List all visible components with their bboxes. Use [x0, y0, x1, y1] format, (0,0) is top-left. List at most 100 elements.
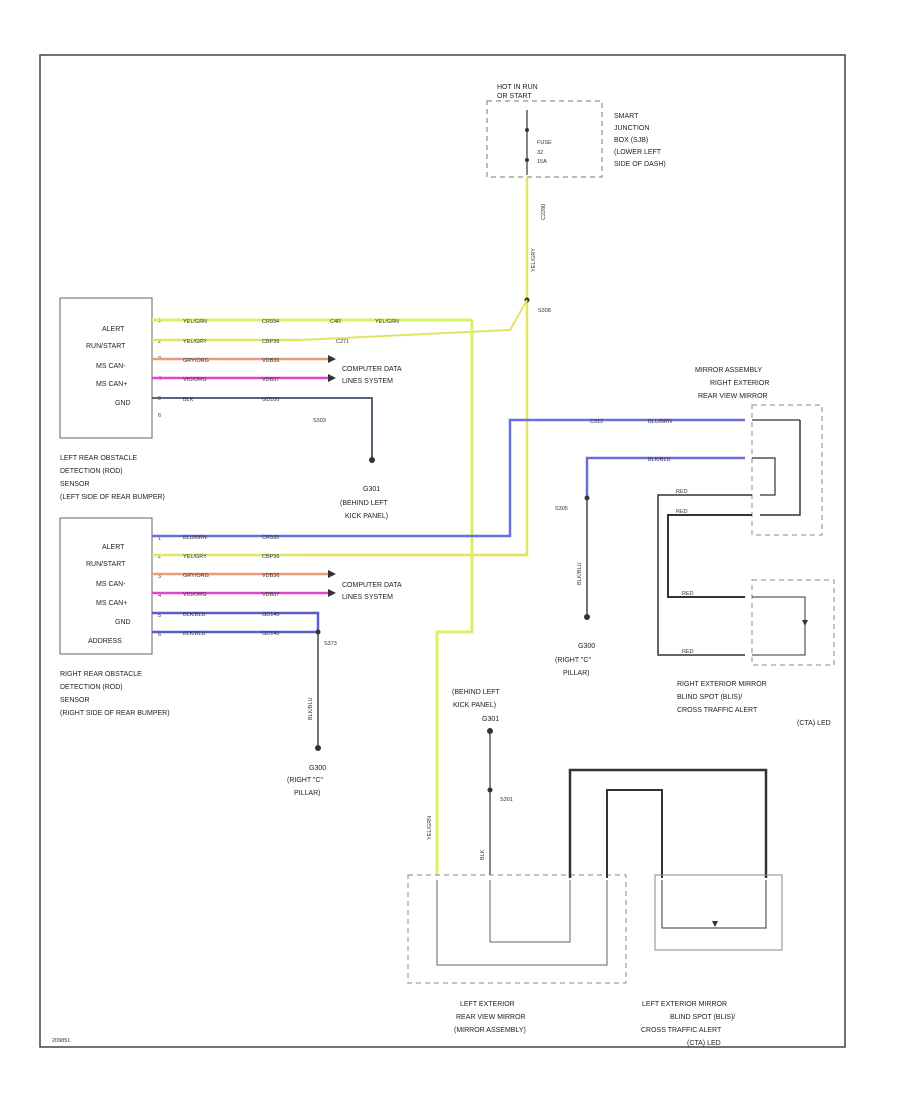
g301b-name: G301 [482, 716, 499, 723]
right-sensor-title-4: (RIGHT SIDE OF REAR BUMPER) [60, 710, 170, 717]
svg-text:BLK/BLU: BLK/BLU [308, 697, 314, 720]
splice-s373: S373 [324, 641, 337, 647]
svg-text:GD100: GD100 [262, 397, 279, 403]
svg-text:6: 6 [158, 413, 161, 419]
right-mirror-gnd-wire [585, 456, 745, 498]
rbsm-title-1: RIGHT EXTERIOR MIRROR [677, 681, 767, 688]
splice-s301: S301 [500, 797, 513, 803]
svg-text:CR935: CR935 [262, 535, 279, 541]
right-pin-address: ADDRESS [88, 638, 122, 645]
g301-loc-1: (BEHIND LEFT [340, 500, 389, 507]
right-sensor-title-3: SENSOR [60, 697, 90, 704]
left-pin-mscan-pos: MS CAN+ [96, 381, 127, 388]
right-pin-mscan-neg: MS CAN- [96, 581, 126, 588]
rbsm-title-3: CROSS TRAFFIC ALERT [677, 707, 758, 714]
svg-text:RED: RED [676, 489, 688, 495]
left-gnd-wire [152, 397, 373, 458]
right-sensor-title-1: RIGHT REAR OBSTACLE [60, 671, 142, 678]
right-sensor-title-2: DETECTION (ROD) [60, 684, 123, 691]
left-sensor-title-1: LEFT REAR OBSTACLE [60, 455, 137, 462]
left-pin-runstart: RUN/START [86, 343, 126, 350]
rma-title-1: MIRROR ASSEMBLY [695, 367, 762, 374]
cdl-left-1: COMPUTER DATA [342, 366, 402, 373]
sjb-title-5: SIDE OF DASH) [614, 161, 666, 168]
rbsm-title-4: (CTA) LED [797, 720, 831, 727]
left-pin-mscan-neg: MS CAN- [96, 363, 126, 370]
left-pin-alert: ALERT [102, 326, 125, 333]
svg-text:VDB36: VDB36 [262, 573, 279, 579]
lm-title-1: LEFT EXTERIOR [460, 1001, 515, 1008]
splice-s305: S305 [555, 506, 568, 512]
right-bsm-led: RIGHT EXTERIOR MIRROR BLIND SPOT (BLIS)/… [677, 579, 835, 727]
svg-text:C271: C271 [336, 339, 349, 345]
svg-text:YEL/GRN: YEL/GRN [427, 816, 433, 840]
svg-text:6: 6 [158, 632, 161, 638]
svg-text:4: 4 [158, 593, 161, 599]
cdl-right-2: LINES SYSTEM [342, 594, 393, 601]
rma-connector: C312 [590, 419, 603, 425]
splice-s303: S303 [313, 418, 326, 424]
g301-loc-2: KICK PANEL) [345, 513, 388, 520]
sjb-title-2: JUNCTION [614, 125, 649, 132]
svg-text:YEL/GRN: YEL/GRN [183, 319, 207, 325]
hot-label-1: HOT IN RUN [497, 84, 538, 91]
svg-text:YEL/GRY: YEL/GRY [183, 554, 207, 560]
lbsm-title-2: BLIND SPOT (BLIS)/ [670, 1014, 735, 1021]
svg-text:GD140: GD140 [262, 631, 279, 637]
svg-text:GRY/ORG: GRY/ORG [183, 358, 209, 364]
svg-text:BLK/BLU: BLK/BLU [577, 562, 583, 585]
svg-text:2: 2 [158, 554, 161, 560]
svg-text:GRY/ORG: GRY/ORG [183, 573, 209, 579]
lbsm-title-1: LEFT EXTERIOR MIRROR [642, 1001, 727, 1008]
rma-title-3: REAR VIEW MIRROR [698, 393, 768, 400]
svg-text:BLK/BLU: BLK/BLU [183, 631, 206, 637]
g301b-loc-2: KICK PANEL) [453, 702, 496, 709]
fuse-label-1: FUSE [537, 140, 552, 146]
rbsm-title-2: BLIND SPOT (BLIS)/ [677, 694, 742, 701]
svg-text:CR934: CR934 [262, 319, 279, 325]
right-pin-mscan-pos: MS CAN+ [96, 600, 127, 607]
g300a-loc-2: PILLAR) [294, 790, 320, 797]
right-mirror-assembly: MIRROR ASSEMBLY RIGHT EXTERIOR REAR VIEW… [695, 367, 823, 536]
svg-text:BLU/BRN: BLU/BRN [648, 419, 672, 425]
svg-text:VIO/ORG: VIO/ORG [183, 592, 207, 598]
run-start-feed-wire [300, 178, 529, 557]
left-sensor-title-3: SENSOR [60, 481, 90, 488]
svg-text:YEL/GRN: YEL/GRN [375, 319, 399, 325]
svg-text:BLK: BLK [480, 849, 486, 860]
diagram-border [39, 54, 846, 1048]
svg-text:BLK/BLU: BLK/BLU [183, 612, 206, 618]
svg-text:VDB36: VDB36 [262, 358, 279, 364]
left-sensor-title-4: (LEFT SIDE OF REAR BUMPER) [60, 494, 165, 501]
svg-text:1: 1 [158, 536, 161, 542]
sjb-pin: C2280 [541, 204, 547, 220]
svg-text:RED: RED [676, 509, 688, 515]
g301b-loc-1: (BEHIND LEFT [452, 689, 501, 696]
svg-text:YEL/GRY: YEL/GRY [183, 339, 207, 345]
svg-text:GD140: GD140 [262, 612, 279, 618]
left-rear-sensor: ALERT RUN/START MS CAN- MS CAN+ GND 1 2 … [59, 297, 165, 501]
svg-text:VDB37: VDB37 [262, 377, 279, 383]
right-pin-gnd: GND [115, 619, 131, 626]
svg-text:RED: RED [682, 591, 694, 597]
right-pin-alert: ALERT [102, 544, 125, 551]
lm-title-2: REAR VIEW MIRROR [456, 1014, 526, 1021]
right-pin-runstart: RUN/START [86, 561, 126, 568]
fuse-label-2: 32 [537, 150, 543, 156]
left-exterior-mirror: LEFT EXTERIOR REAR VIEW MIRROR (MIRROR A… [407, 874, 627, 1034]
svg-text:RED: RED [682, 649, 694, 655]
svg-text:3: 3 [158, 574, 161, 580]
svg-text:VIO/ORG: VIO/ORG [183, 377, 207, 383]
lbsm-title-4: (CTA) LED [687, 1040, 721, 1047]
g300b-loc-1: (RIGHT "C" [555, 657, 591, 664]
cdl-left-2: LINES SYSTEM [342, 378, 393, 385]
sjb-title-3: BOX (SJB) [614, 137, 648, 144]
figure-id: 209851 [52, 1038, 70, 1044]
svg-text:BLU/BRN: BLU/BRN [183, 535, 207, 541]
g300b-name: G300 [578, 643, 595, 650]
fuse-label-3: 15A [537, 159, 547, 165]
right-rear-sensor: ALERT RUN/START MS CAN- MS CAN+ GND ADDR… [59, 517, 170, 717]
svg-text:BLK: BLK [183, 397, 194, 403]
g300a-name: G300 [309, 765, 326, 772]
